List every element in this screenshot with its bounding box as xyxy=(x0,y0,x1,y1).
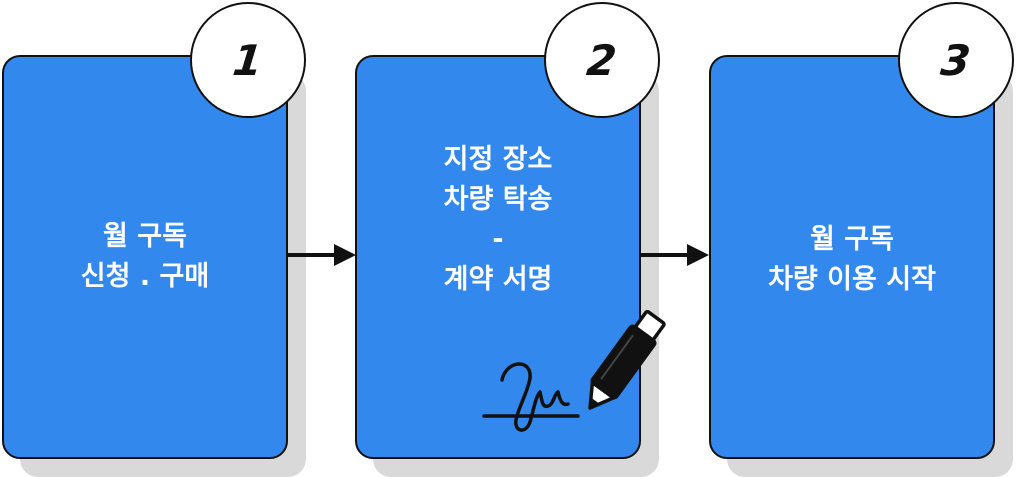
step-2-line-4: 계약 서명 xyxy=(443,264,553,295)
step-1-text: 월 구독 신청 . 구매 xyxy=(81,217,209,297)
step-2-number: 2 xyxy=(584,35,620,85)
step-1-line-1: 월 구독 xyxy=(103,221,187,252)
pen-signature-icon xyxy=(482,309,666,432)
step-3-line-1: 월 구독 xyxy=(810,224,894,255)
step-3-number: 3 xyxy=(938,35,974,85)
step-2-card: 지정 장소 차량 탁송 - 계약 서명 xyxy=(355,55,641,459)
step-1-line-2: 신청 . 구매 xyxy=(80,261,210,292)
arrow-right-icon xyxy=(288,244,356,266)
step-1-card: 월 구독 신청 . 구매 xyxy=(2,55,288,459)
step-2-line-1: 지정 장소 xyxy=(443,144,553,175)
step-3-number-badge: 3 xyxy=(898,2,1014,118)
step-2-line-3: - xyxy=(492,224,504,255)
step-3-card: 월 구독 차량 이용 시작 xyxy=(709,55,995,459)
step-2-number-badge: 2 xyxy=(544,2,660,118)
step-3-text: 월 구독 차량 이용 시작 xyxy=(768,220,936,300)
step-1-number: 1 xyxy=(230,35,266,85)
step-2-text: 지정 장소 차량 탁송 - 계약 서명 xyxy=(444,140,553,300)
step-2-line-2: 차량 탁송 xyxy=(443,184,553,215)
step-1-number-badge: 1 xyxy=(190,2,306,118)
step-3-line-2: 차량 이용 시작 xyxy=(768,264,936,295)
arrow-right-icon xyxy=(641,244,709,266)
